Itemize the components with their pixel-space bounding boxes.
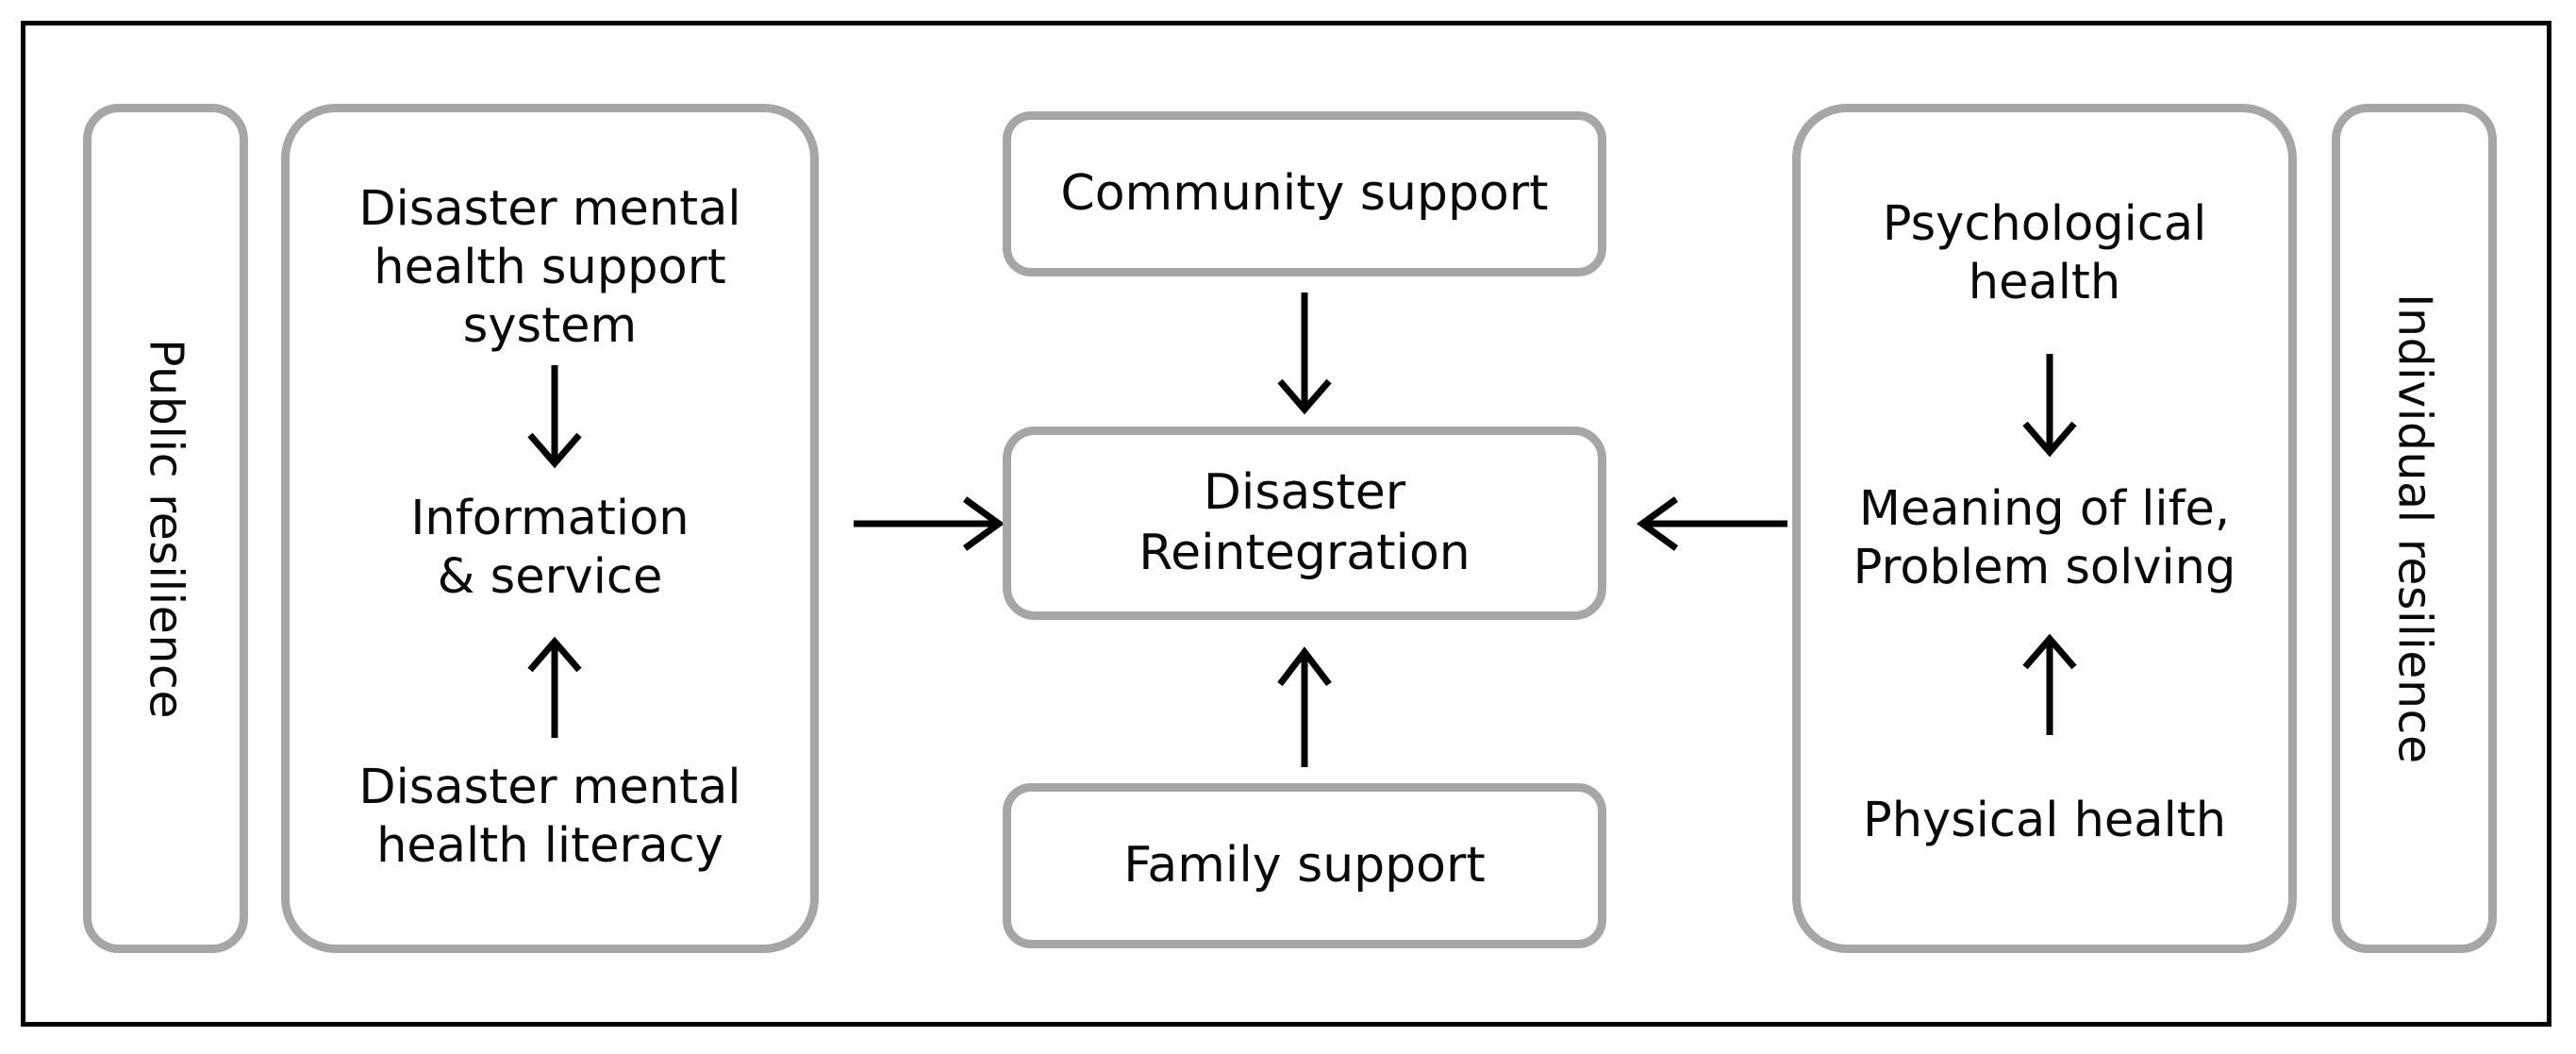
group-box-individual-resilience-content[interactable]: Psychological health Meaning of life, Pr…: [1792, 104, 2297, 953]
right-item-psychological-health: Psychological health: [1882, 196, 2207, 311]
group-box-public-resilience-content[interactable]: Disaster mental health support system In…: [281, 104, 819, 953]
box-family-support-label: Family support: [1123, 836, 1486, 894]
left-arrow-individual-to-reintegration-icon: [1637, 494, 1787, 554]
pillar-public-resilience[interactable]: Public resilience: [83, 104, 248, 953]
down-arrow-psychological-to-meaning-icon: [2012, 354, 2087, 458]
box-disaster-reintegration-label: Disaster Reintegration: [1138, 464, 1471, 581]
right-arrow-public-to-reintegration-icon: [854, 494, 1005, 554]
right-item-meaning-of-life-problem-solving: Meaning of life, Problem solving: [1853, 481, 2236, 596]
right-item-physical-health: Physical health: [1862, 793, 2227, 848]
pillar-public-resilience-label: Public resilience: [139, 338, 193, 719]
left-item-information-and-service: Information & service: [410, 491, 690, 606]
box-disaster-reintegration[interactable]: Disaster Reintegration: [1003, 427, 1606, 620]
left-item-disaster-mental-health-literacy: Disaster mental health literacy: [358, 760, 741, 875]
down-arrow-community-to-reintegration-icon: [1267, 293, 1342, 415]
up-arrow-family-to-reintegration-icon: [1267, 646, 1342, 769]
up-arrow-literacy-to-information-icon: [517, 636, 592, 740]
pillar-individual-resilience[interactable]: Individual resilience: [2332, 104, 2497, 953]
down-arrow-system-to-information-icon: [517, 365, 592, 469]
pillar-individual-resilience-label: Individual resilience: [2387, 293, 2442, 764]
box-community-support[interactable]: Community support: [1003, 111, 1606, 276]
box-family-support[interactable]: Family support: [1003, 783, 1606, 948]
box-community-support-label: Community support: [1060, 164, 1549, 222]
up-arrow-physical-to-meaning-icon: [2012, 633, 2087, 737]
left-item-disaster-mental-health-support-system: Disaster mental health support system: [358, 181, 741, 355]
